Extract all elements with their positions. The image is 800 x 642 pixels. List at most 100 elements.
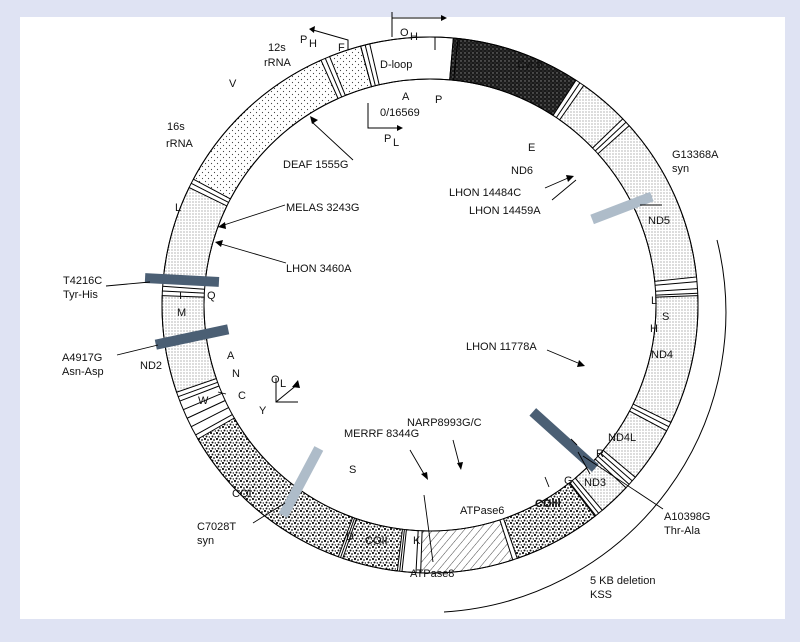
trna-g: G (564, 475, 573, 487)
label-16s: 16s (167, 121, 185, 133)
mut-merrf: MERRF 8344G (344, 428, 419, 440)
ol-arrow-diag (275, 383, 299, 403)
pointer-a10398g (582, 455, 664, 510)
trna-stripe (597, 455, 630, 485)
ol-arrowhead (292, 380, 300, 388)
label-nd4: ND4 (651, 349, 673, 361)
label-nd5: ND5 (648, 215, 670, 227)
ph-arrowhead (309, 26, 315, 33)
trna-stripe (600, 452, 633, 482)
trna-k: K (413, 535, 421, 547)
label-coiii: COIII (535, 498, 561, 510)
trna-v: V (229, 78, 237, 90)
pointer-c7028t (252, 502, 286, 524)
trna-stripe (179, 385, 220, 402)
deletion-arc (443, 239, 727, 613)
var-a4917g-sub: Asn-Asp (62, 366, 104, 378)
trna-stripe (340, 517, 356, 558)
ring-outer-edge (161, 36, 699, 574)
trna-stripe (162, 285, 205, 290)
pl-arrow (367, 103, 398, 129)
mut-melas: MELAS 3243G (286, 202, 359, 214)
pointer-narp (452, 439, 460, 464)
label-nd6: ND6 (511, 165, 533, 177)
ol-sub: L (280, 378, 286, 390)
ring-inner-edge (203, 78, 657, 532)
pointer-lhon11778 (546, 349, 579, 364)
ol-label: O (271, 374, 280, 386)
trna-stripe (369, 43, 380, 85)
trna-y: Y (259, 405, 267, 417)
ph-sub: H (309, 38, 317, 50)
var-t4216c: T4216C (63, 275, 102, 287)
trna-stripe (594, 121, 627, 152)
trna-l1: L (175, 202, 181, 214)
trna-a: A (227, 350, 235, 362)
trna-stripe (655, 281, 698, 286)
label-16s-rrna: rRNA (166, 138, 194, 150)
label-12s: 12s (268, 42, 286, 54)
pointer-nd3 (577, 451, 591, 475)
pointer-lhon14459 (551, 179, 577, 201)
var-t4216c-sub: Tyr-His (63, 289, 98, 301)
origin-position: 0/16569 (380, 107, 420, 119)
trna-r: R (596, 448, 604, 460)
trna-stripe (555, 82, 581, 118)
trna-stripe (195, 414, 233, 436)
pl-sub: L (393, 137, 399, 149)
var-g13368a: G13368A (672, 149, 719, 161)
pointer-lhon3460 (220, 243, 287, 264)
label-coi: COI (232, 488, 252, 500)
trna-s1: S (349, 464, 356, 476)
trna-stripe (190, 407, 229, 428)
pointer-melas (223, 204, 286, 226)
trna-stripe (190, 182, 229, 203)
trna-stripe (631, 407, 670, 428)
label-atpase8: ATPase8 (410, 568, 454, 580)
trna-stripe (177, 381, 218, 398)
trna-d: D (346, 531, 354, 543)
variant-bar-c7028t (278, 446, 324, 518)
deletion-label: 5 KB deletion (590, 575, 655, 587)
pointer-lines (105, 116, 664, 563)
var-a4917g: A4917G (62, 352, 102, 364)
ph-arrow (312, 29, 349, 50)
label-12s-rrna: rRNA (264, 57, 292, 69)
trna-e: E (528, 142, 535, 154)
trna-stripe (186, 400, 226, 419)
variant-bar-t4216c (144, 273, 220, 287)
trna-stripe (183, 392, 223, 411)
trna-p: P (435, 94, 442, 106)
mut-lhon14459: LHON 14459A (469, 205, 541, 217)
pl-label: P (384, 133, 391, 145)
pointer-deaf (311, 121, 354, 161)
variant-bar-a4917g (154, 324, 230, 350)
trna-h: H (650, 323, 658, 335)
var-a10398g-sub: Thr-Ala (664, 525, 701, 537)
label-nd4l: ND4L (608, 432, 636, 444)
variant-bar-a10398g (529, 408, 599, 472)
ph-label: P (300, 34, 307, 46)
trna-w: W (198, 395, 209, 407)
pointer-merrf (409, 449, 425, 475)
trna-stripe (655, 288, 698, 292)
label-atpase6: ATPase6 (460, 505, 504, 517)
trna-s2: S (662, 311, 669, 323)
diagram-labels: D-loop Cyt b ND6 ND5 ND4 ND4L ND3 COIII … (62, 27, 719, 601)
var-c7028t: C7028T (197, 521, 236, 533)
trna-q: Q (207, 290, 216, 302)
label-nd3: ND3 (584, 477, 606, 489)
trna-stripe (399, 529, 405, 572)
trna-stripe (324, 58, 343, 98)
pointer-a4917g (116, 344, 159, 356)
pointer-g (544, 476, 550, 488)
variant-bar-g13368a (590, 191, 654, 225)
pointer-lhon14484 (544, 177, 569, 189)
pl-arrowhead (397, 125, 403, 131)
label-coii: COII (365, 535, 388, 547)
mut-lhon11778: LHON 11778A (466, 341, 537, 353)
trna-stripe (453, 38, 459, 81)
trna-stripe (655, 292, 698, 296)
